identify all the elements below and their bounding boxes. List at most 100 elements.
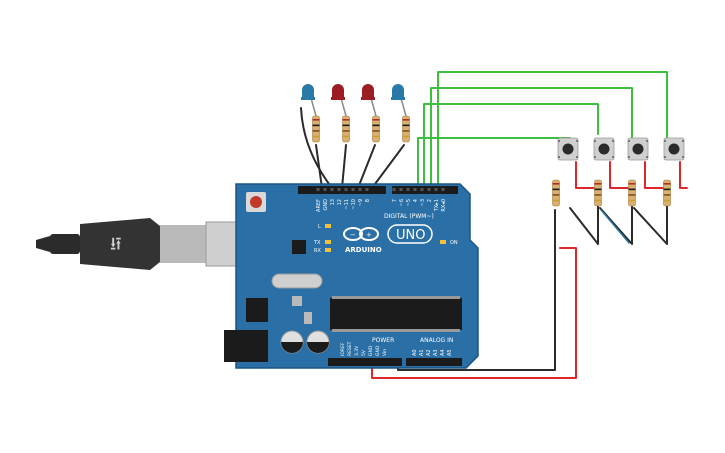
top-pin-label: ~5 <box>406 199 412 206</box>
header-pin[interactable] <box>365 188 369 191</box>
header-pin[interactable] <box>434 188 438 191</box>
usb-metal-connector <box>160 225 206 263</box>
button-resistor-3[interactable] <box>628 179 636 207</box>
wire-red-btn-d[interactable] <box>679 161 688 189</box>
header-pin[interactable] <box>358 188 362 191</box>
power-pin-label: GND <box>368 345 374 356</box>
led-4[interactable] <box>391 84 407 117</box>
digital-label: DIGITAL (PWM~) <box>384 213 434 220</box>
wire-green-4[interactable] <box>437 71 668 189</box>
usb-cable-end <box>36 236 50 252</box>
led-resistor-3[interactable] <box>372 115 380 143</box>
power-jack[interactable] <box>224 330 268 362</box>
button-resistor-2[interactable] <box>594 179 602 207</box>
arduino-logo: − + <box>343 227 379 241</box>
wire-led-4[interactable] <box>371 144 405 189</box>
analog-pin-label: A1 <box>419 349 425 356</box>
analog-pin-label: A2 <box>426 349 432 356</box>
chip-pins-top <box>332 296 460 299</box>
usb-symbol-icon: ⭿ <box>110 234 122 255</box>
digital-header-left <box>298 186 386 194</box>
led-array[interactable] <box>301 84 410 143</box>
top-pin-label: TX▸1 <box>434 199 440 212</box>
button-resistor-1[interactable] <box>552 179 560 207</box>
wire-green-2[interactable] <box>423 103 599 189</box>
header-pin[interactable] <box>406 188 410 191</box>
small-component <box>292 296 302 306</box>
top-pin-label: RX◂0 <box>441 199 447 212</box>
usb-cable[interactable]: ⭿ <box>36 218 271 270</box>
wire-red-btn-c[interactable] <box>644 161 668 189</box>
header-pin[interactable] <box>330 188 334 191</box>
header-pin[interactable] <box>337 188 341 191</box>
pushbutton-2[interactable] <box>593 137 615 161</box>
power-pin-label: RESET <box>347 341 353 356</box>
led-resistor-2[interactable] <box>342 115 350 143</box>
header-pin[interactable] <box>427 188 431 191</box>
wire-black-r2[interactable] <box>569 203 599 245</box>
led-resistor-4[interactable] <box>402 115 410 143</box>
header-pin[interactable] <box>344 188 348 191</box>
wire-led-2[interactable] <box>341 144 347 189</box>
wire-black-r4[interactable] <box>633 203 668 245</box>
top-pin-label: 12 <box>337 199 343 205</box>
power-header <box>328 358 402 366</box>
crystal <box>271 273 323 289</box>
power-label: POWER <box>372 337 394 344</box>
header-pin[interactable] <box>323 188 327 191</box>
top-pin-label: ~10 <box>351 199 357 210</box>
pushbutton-1[interactable] <box>557 137 579 161</box>
analog-pin-label: A3 <box>433 349 439 356</box>
header-pin[interactable] <box>392 188 396 191</box>
wire-green-3[interactable] <box>430 87 633 189</box>
led-1[interactable] <box>301 84 317 117</box>
reset-button-cap[interactable] <box>250 196 262 208</box>
wire-gnd-leds[interactable] <box>300 107 333 189</box>
top-pin-label: ~11 <box>344 199 350 210</box>
led-2[interactable] <box>331 84 347 117</box>
header-pin[interactable] <box>441 188 445 191</box>
wire-green-1[interactable] <box>417 137 571 189</box>
on-label: ON <box>450 240 458 246</box>
model-badge <box>387 224 433 244</box>
digital-header-right <box>392 186 458 194</box>
header-pin[interactable] <box>420 188 424 191</box>
button-resistor-4[interactable] <box>663 179 671 207</box>
header-pin[interactable] <box>351 188 355 191</box>
atmega-chip <box>330 298 462 330</box>
header-pin[interactable] <box>316 188 320 191</box>
top-pin-label: AREF <box>316 199 322 212</box>
led-tx-label: TX <box>313 240 321 246</box>
usb-chip <box>292 240 306 254</box>
power-pin-label: 5V <box>361 349 367 356</box>
top-pin-label: 7 <box>392 199 398 202</box>
header-pin[interactable] <box>413 188 417 191</box>
top-pin-label: 2 <box>427 199 433 202</box>
capacitor-2-band <box>307 342 329 353</box>
wire-red-btn-b[interactable] <box>609 161 633 189</box>
wire-blue-r[interactable] <box>600 209 630 244</box>
wire-led-3[interactable] <box>357 144 376 189</box>
brand-label: ARDUINO <box>345 246 382 254</box>
wire-red-5v[interactable] <box>371 247 577 379</box>
button-array[interactable] <box>552 137 685 207</box>
pushbutton-3[interactable] <box>627 137 649 161</box>
top-pin-label: 4 <box>413 199 419 202</box>
analog-label: ANALOG IN <box>420 337 453 344</box>
power-pin-label: Vin <box>382 349 388 356</box>
header-pin[interactable] <box>399 188 403 191</box>
pushbutton-4[interactable] <box>663 137 685 161</box>
analog-pin-label: A5 <box>447 349 453 356</box>
led-resistor-1[interactable] <box>312 115 320 143</box>
on-led <box>440 240 446 244</box>
led-l-label: L <box>318 224 321 230</box>
wire-red-btn-a[interactable] <box>575 161 599 189</box>
led-3[interactable] <box>361 84 377 117</box>
wire-black-r3[interactable] <box>599 203 633 245</box>
power-pin-label: GND <box>375 345 381 356</box>
chip-pins-bottom <box>332 329 460 332</box>
usb-plug-body <box>80 218 160 270</box>
